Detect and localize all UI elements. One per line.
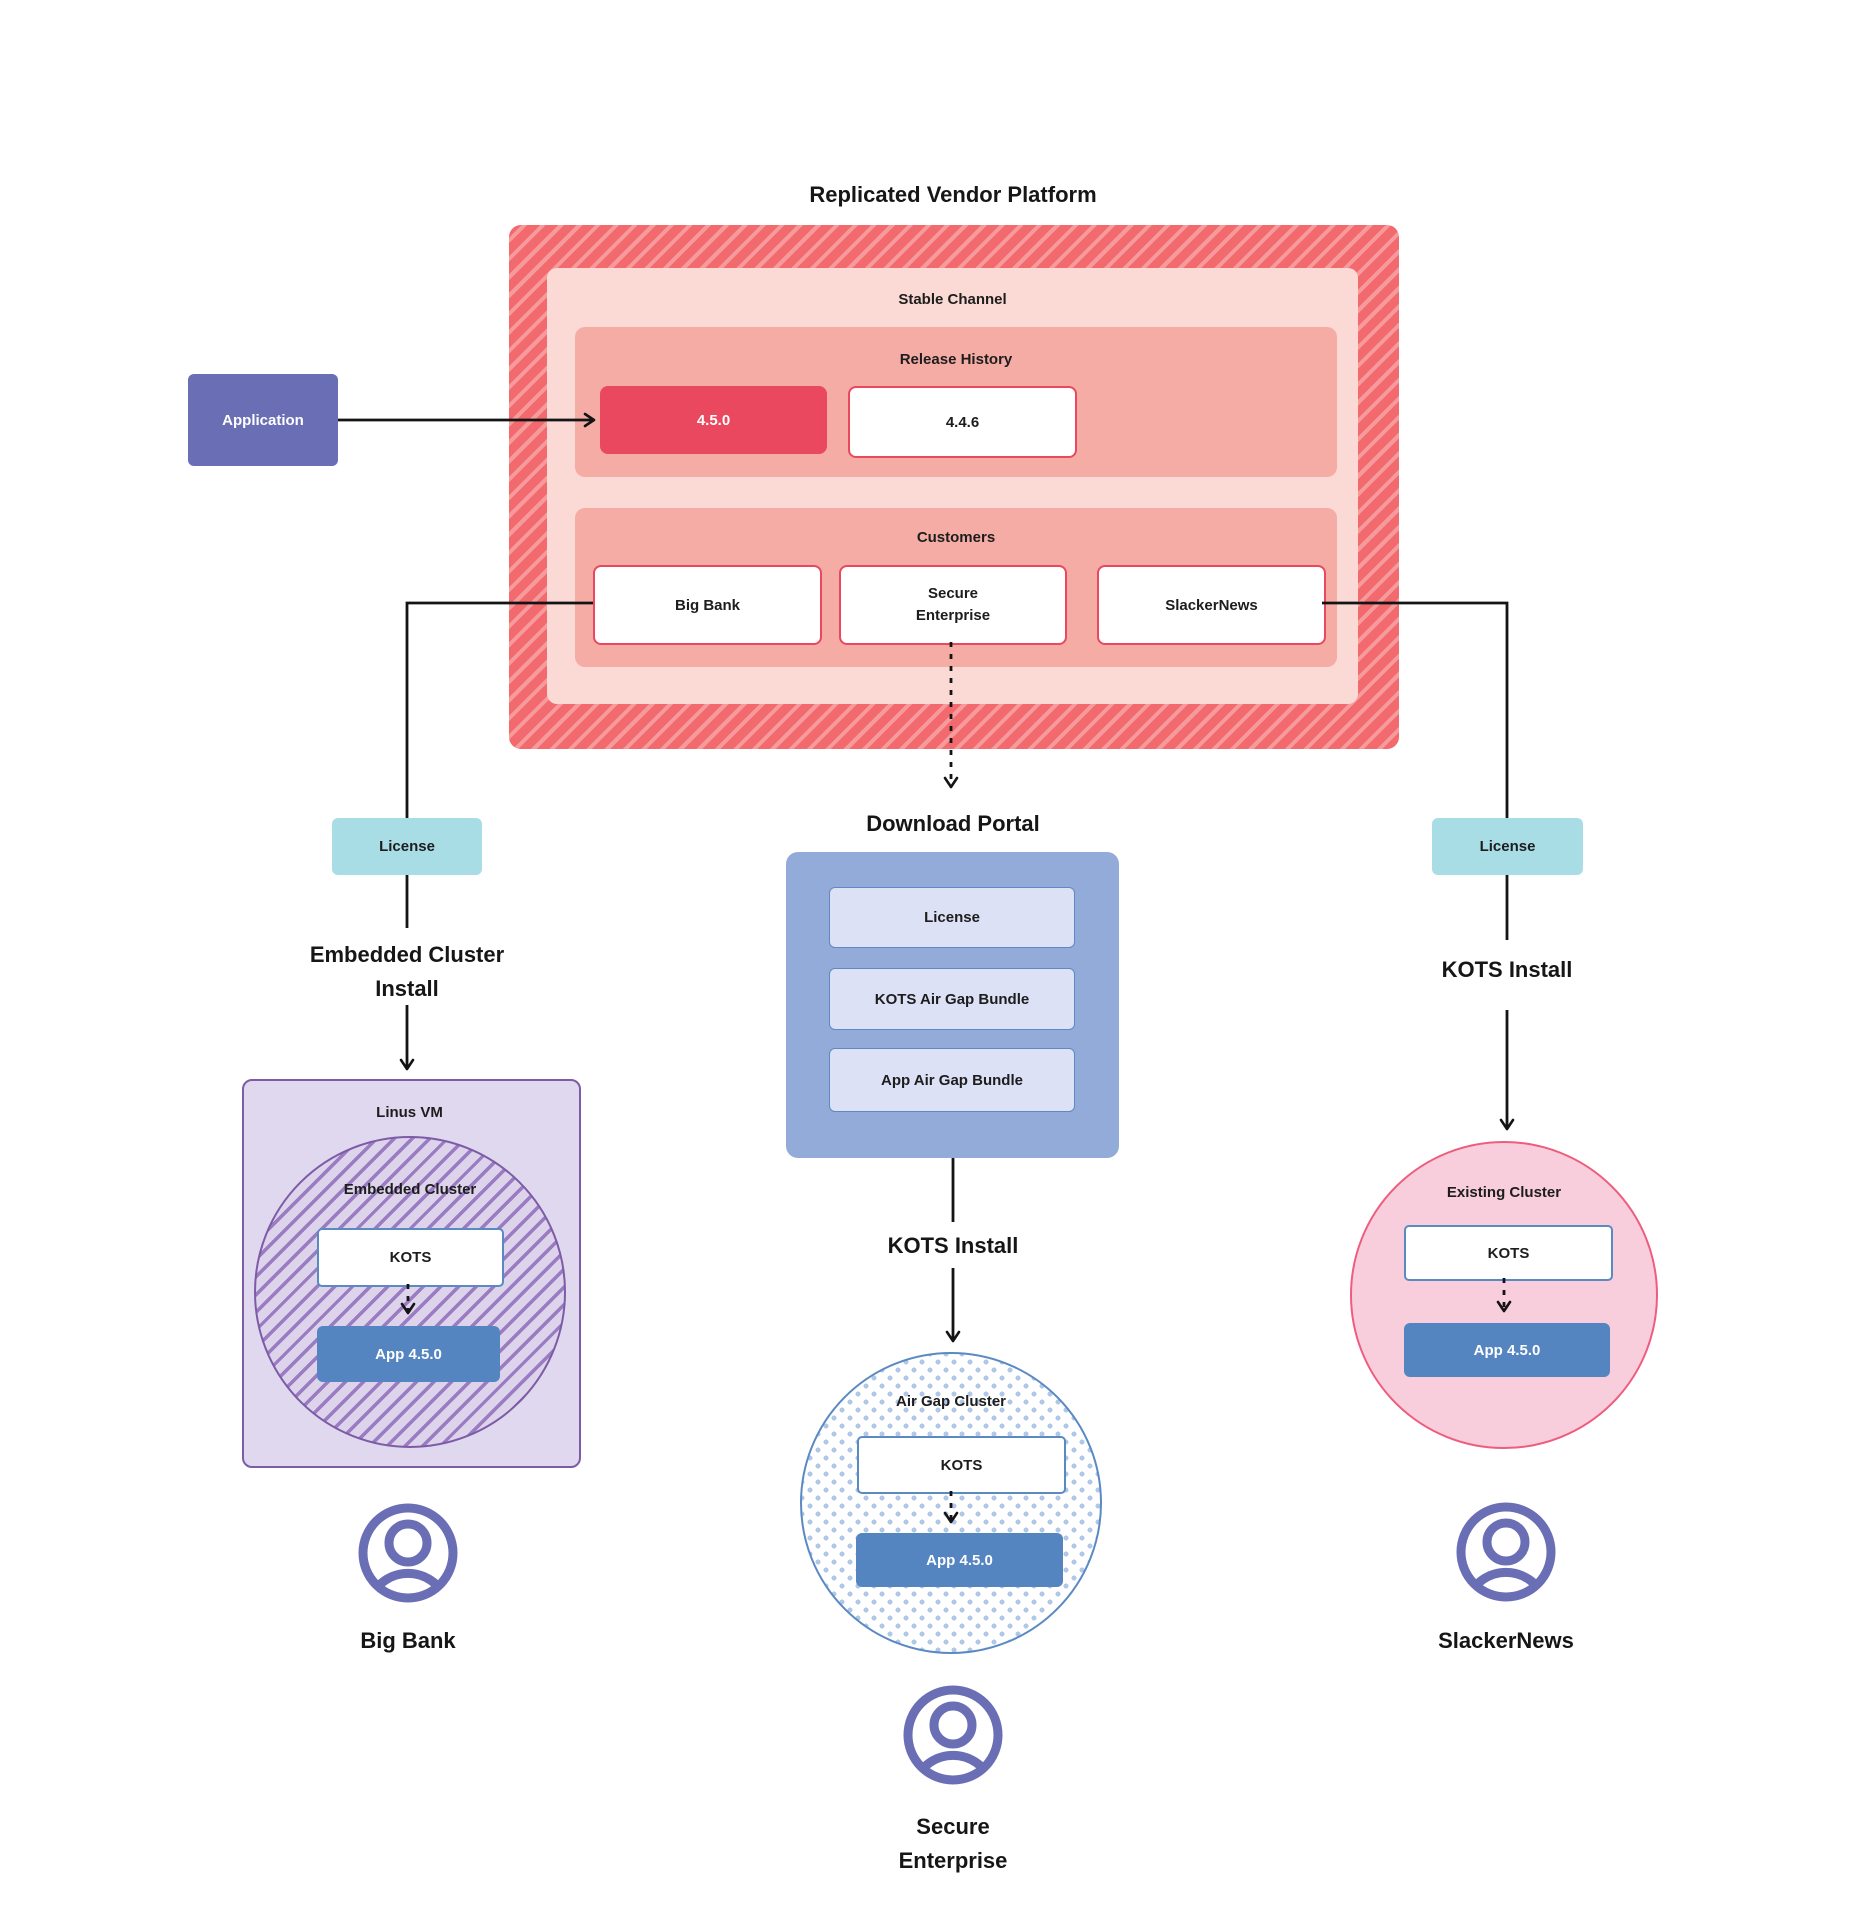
secure-enterprise-user-label: Secure Enterprise [898,1814,1008,1874]
customer-big-bank-label: Big Bank [674,596,740,614]
embedded-cluster-install-label: Embedded Cluster Install [309,942,505,1002]
release-history-label: Release History [899,351,1013,368]
kots-install-right-label: KOTS Install [1441,957,1573,982]
application-box: Application [188,374,338,466]
customer-secure-enterprise-label: Secure Enterprise [915,584,991,625]
kots-box-right: KOTS [1404,1225,1613,1281]
release-version-current: 4.5.0 [600,386,827,454]
kots-install-center-label: KOTS Install [887,1233,1019,1258]
page-title: Replicated Vendor Platform [809,182,1097,207]
user-icon-slacker-news [1451,1497,1561,1607]
air-gap-cluster-label: Air Gap Cluster [895,1393,1007,1410]
portal-kots-bundle-item: KOTS Air Gap Bundle [829,968,1075,1030]
app-box-center: App 4.5.0 [856,1533,1063,1587]
stable-channel-label: Stable Channel [898,291,1007,308]
kots-box-left: KOTS [317,1228,504,1287]
app-box-left: App 4.5.0 [317,1326,500,1382]
air-gap-cluster-circle [800,1352,1102,1654]
customer-slacker-news-label: SlackerNews [1165,596,1258,614]
app-box-right: App 4.5.0 [1404,1323,1610,1377]
portal-license-item: License [829,887,1075,948]
slacker-news-user-label: SlackerNews [1438,1628,1574,1653]
big-bank-user-label: Big Bank [360,1628,456,1653]
release-version-previous: 4.4.6 [848,386,1077,458]
kots-box-center: KOTS [857,1436,1066,1494]
customers-label: Customers [916,529,996,546]
linus-vm-label: Linus VM [376,1104,443,1121]
customer-secure-enterprise: Secure Enterprise [839,565,1067,645]
license-badge-right: License [1432,818,1583,875]
portal-app-bundle-item: App Air Gap Bundle [829,1048,1075,1112]
existing-cluster-label: Existing Cluster [1446,1184,1562,1201]
embedded-cluster-label: Embedded Cluster [343,1181,477,1198]
user-icon-secure-enterprise [898,1680,1008,1790]
download-portal-title: Download Portal [866,811,1040,836]
user-icon-big-bank [353,1498,463,1608]
customer-big-bank: Big Bank [593,565,822,645]
license-badge-left: License [332,818,482,875]
customer-slacker-news: SlackerNews [1097,565,1326,645]
embedded-cluster-circle [254,1136,566,1448]
